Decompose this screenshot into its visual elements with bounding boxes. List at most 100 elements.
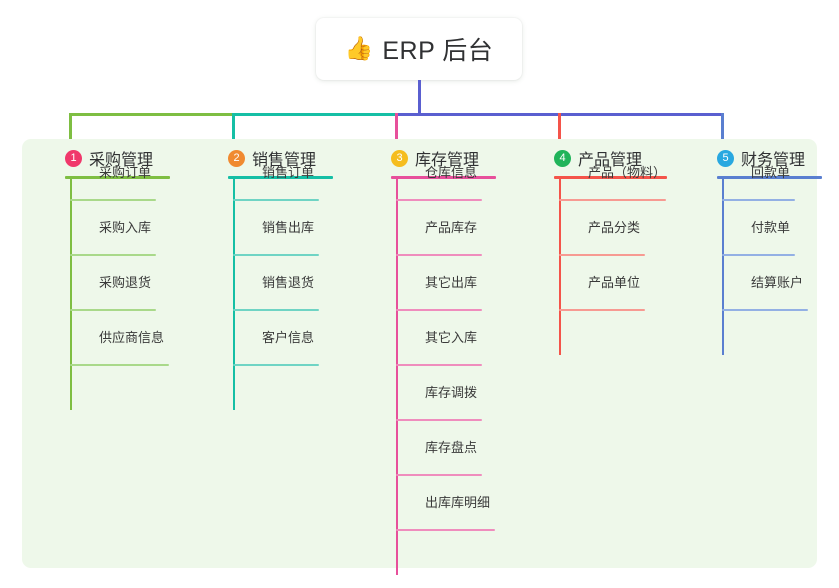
branch-title: 财务管理	[741, 152, 806, 169]
branch-item[interactable]: 其它入库	[396, 311, 482, 366]
branch-header-rule	[717, 176, 822, 179]
branch-item[interactable]: 供应商信息	[70, 311, 169, 366]
branch-item-label: 采购退货	[99, 275, 152, 290]
branch-item-rule	[559, 309, 645, 311]
branch-item[interactable]: 销售退货	[233, 256, 319, 311]
branch-item[interactable]: 付款单	[722, 201, 795, 256]
trunk-segment-1	[69, 113, 233, 116]
branch-title: 库存管理	[415, 152, 480, 169]
branch-item-label: 结算账户	[751, 275, 804, 290]
branch-item-label: 销售退货	[262, 275, 315, 290]
branch-item-rule	[233, 309, 319, 311]
root-stem-line	[418, 80, 421, 115]
branch-item[interactable]: 销售订单	[233, 146, 319, 201]
branch-item-rule	[396, 529, 495, 531]
branch-item-rule	[559, 199, 666, 201]
branch-item-label: 销售订单	[262, 165, 315, 180]
branch-item-label: 库存调拨	[425, 385, 478, 400]
drop-stub-3	[395, 113, 398, 146]
branch-title: 销售管理	[252, 152, 317, 169]
branch-item-rule	[70, 254, 156, 256]
branches-panel	[22, 139, 817, 568]
branch-item-rule	[396, 419, 482, 421]
branch-number-badge: 3	[391, 149, 408, 167]
branch-item-label: 客户信息	[262, 330, 315, 345]
branch-item-label: 产品单位	[588, 275, 641, 290]
branch-header-3[interactable]: 3 库存管理	[370, 146, 533, 170]
branch-item[interactable]: 客户信息	[233, 311, 319, 366]
branch-item[interactable]: 产品（物料）	[559, 146, 666, 201]
branch-item-label: 其它入库	[425, 330, 478, 345]
drop-stub-4	[558, 113, 561, 146]
branch-spine	[722, 179, 724, 355]
branch-header-rule	[391, 176, 496, 179]
branch-header-rule	[554, 176, 667, 179]
branch-item-rule	[396, 199, 482, 201]
drop-stub-2	[232, 113, 235, 146]
branch-item-label: 付款单	[751, 220, 791, 235]
root-node-title: ERP 后台	[382, 37, 494, 65]
trunk-segment-2	[232, 113, 396, 116]
branch-item[interactable]: 其它出库	[396, 256, 482, 311]
root-node-content: 👍 ERP 后台	[345, 31, 494, 67]
branch-item-label: 回款单	[751, 165, 791, 180]
branch-column-2: 2 销售管理销售订单销售出库销售退货客户信息	[207, 146, 370, 410]
branch-item-rule	[70, 309, 156, 311]
branch-item-rule	[233, 199, 319, 201]
branch-number-badge: 2	[228, 149, 245, 167]
branch-item-label: 产品分类	[588, 220, 641, 235]
branch-spine	[396, 179, 398, 575]
branch-header-2[interactable]: 2 销售管理	[207, 146, 370, 170]
branch-item-rule	[722, 309, 808, 311]
branch-item-label: 采购订单	[99, 165, 152, 180]
branch-item-rule	[396, 364, 482, 366]
branch-item[interactable]: 产品分类	[559, 201, 645, 256]
branch-item[interactable]: 产品单位	[559, 256, 645, 311]
branch-column-4: 4 产品管理产品（物料） 产品分类产品单位	[533, 146, 696, 355]
branch-item[interactable]: 出库库明细	[396, 476, 495, 531]
branch-item-rule	[559, 254, 645, 256]
branch-number-badge: 4	[554, 149, 571, 167]
root-node[interactable]: 👍 ERP 后台	[316, 18, 522, 80]
branch-item-rule	[233, 364, 319, 366]
branch-item[interactable]: 采购入库	[70, 201, 156, 256]
branch-header-5[interactable]: 5 财务管理	[696, 146, 839, 170]
branch-item-label: 产品（物料）	[588, 165, 667, 180]
branch-column-5: 5 财务管理回款单付款单结算账户	[696, 146, 839, 355]
branch-item-rule	[70, 364, 169, 366]
branch-item[interactable]: 销售出库	[233, 201, 319, 256]
branch-item-rule	[70, 199, 156, 201]
branch-item[interactable]: 采购退货	[70, 256, 156, 311]
branch-spine	[70, 179, 72, 410]
branch-item[interactable]: 仓库信息	[396, 146, 482, 201]
branch-item-label: 仓库信息	[425, 165, 478, 180]
branch-item-label: 其它出库	[425, 275, 478, 290]
branch-number-badge: 1	[65, 149, 82, 167]
branch-item-label: 库存盘点	[425, 440, 478, 455]
branch-item[interactable]: 采购订单	[70, 146, 156, 201]
branch-item-label: 出库库明细	[425, 495, 491, 510]
branch-header-4[interactable]: 4 产品管理	[533, 146, 696, 170]
branch-spine	[233, 179, 235, 410]
drop-stub-1	[69, 113, 72, 146]
branch-item-rule	[722, 199, 795, 201]
branch-item-rule	[396, 309, 482, 311]
branch-item-rule	[396, 474, 482, 476]
branch-title: 产品管理	[578, 152, 643, 169]
branch-item-label: 供应商信息	[99, 330, 165, 345]
branch-item-rule	[396, 254, 482, 256]
branch-item[interactable]: 产品库存	[396, 201, 482, 256]
branch-item[interactable]: 结算账户	[722, 256, 808, 311]
branch-item[interactable]: 库存调拨	[396, 366, 482, 421]
branch-header-rule	[65, 176, 170, 179]
branch-item-rule	[233, 254, 319, 256]
branch-item-label: 采购入库	[99, 220, 152, 235]
branch-item[interactable]: 回款单	[722, 146, 795, 201]
branch-item[interactable]: 库存盘点	[396, 421, 482, 476]
branch-column-3: 3 库存管理仓库信息产品库存其它出库其它入库库存调拨库存盘点出库库明细	[370, 146, 533, 575]
branch-number-badge: 5	[717, 149, 734, 167]
branch-item-label: 产品库存	[425, 220, 478, 235]
